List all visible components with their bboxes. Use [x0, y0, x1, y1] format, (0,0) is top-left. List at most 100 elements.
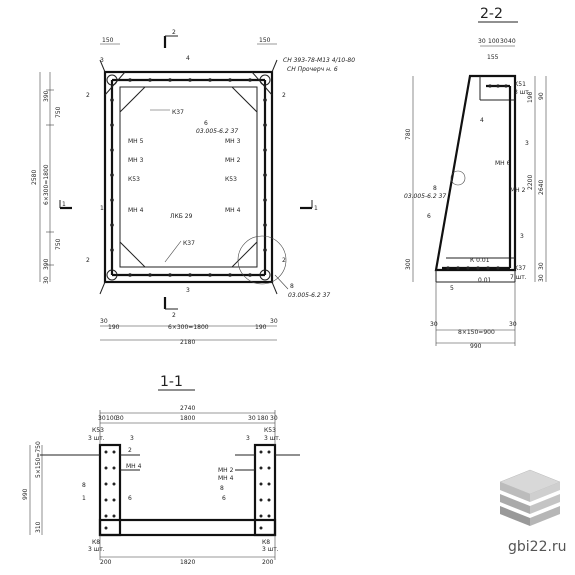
- s11-dim-top-30a: 30: [98, 415, 106, 422]
- s11-dim-top-30c: 30: [248, 415, 256, 422]
- s22-label-7sht: 7 шт.: [510, 274, 527, 281]
- plan-label-3b: 3: [186, 287, 190, 294]
- s11-dim-top-100: 100: [106, 415, 118, 422]
- plan-dim-left-750-bottom: 750: [55, 238, 62, 250]
- s22-dim-right-2640: 2640: [538, 180, 545, 195]
- plan-dim-bottom-total: 2180: [180, 339, 195, 346]
- plan-outline: [103, 70, 274, 284]
- s11-label-8: 8: [82, 482, 86, 489]
- s11-label-k8-right: К8: [262, 539, 270, 546]
- plan-dim-bottom-30-left: 30: [100, 318, 108, 325]
- s22-label-mn6: МН 6: [495, 160, 511, 167]
- plan-label-mn3: МН 3: [128, 157, 144, 164]
- plan-label-mn4-left: МН 4: [128, 207, 144, 214]
- section-1-1: 1-1 2740 30 100 30 1800: [22, 374, 300, 566]
- s11-label-3sht-right: 3 шт.: [264, 435, 281, 442]
- s11-label-8-right: 8: [220, 485, 224, 492]
- plan-label-6: 6: [204, 120, 208, 127]
- s22-label-3: 3: [525, 140, 529, 147]
- s22-label-4: 4: [480, 117, 484, 124]
- rebar-dots-sides: [110, 98, 267, 252]
- s22-dim-bottom-30-left: 30: [430, 321, 438, 328]
- s22-label-mn2: МН 2: [510, 187, 526, 194]
- s11-dim-top-1800: 1800: [180, 415, 195, 422]
- s22-dim-top-30: 30: [478, 38, 486, 45]
- s22-label-5: 5: [450, 285, 454, 292]
- plan-label-4: 4: [186, 55, 190, 62]
- s22-dim-right-30a: 30: [538, 262, 545, 270]
- plan-label-2d: 2: [282, 257, 286, 264]
- s22-dim-155: 155: [487, 54, 499, 61]
- plan-dim-bottom-30-right: 30: [270, 318, 278, 325]
- s22-label-3b: 3: [520, 233, 524, 240]
- plan-ref-6: 03.005-6.2 37: [196, 128, 238, 135]
- section-mark-2-top: 2: [172, 29, 176, 36]
- s11-dim-bottom-200-right: 200: [262, 559, 274, 566]
- s11-label-k8-left: К8: [92, 539, 100, 546]
- s11-base: [98, 518, 277, 537]
- section-1-1-title: 1-1: [160, 374, 183, 390]
- s11-label-k53-left: К53: [92, 427, 104, 434]
- section-2-2-title: 2-2: [480, 6, 503, 22]
- section-mark-1-left: 1: [62, 201, 66, 208]
- s22-label-6: 6: [427, 213, 431, 220]
- plan-dim-top-left: 150: [102, 37, 114, 44]
- s22-dim-left-300: 300: [405, 258, 412, 270]
- s22-ref: 03.005-6.2 37: [404, 193, 446, 200]
- s22-dim-bottom-total: 990: [470, 343, 482, 350]
- plan-dim-left-30: 30: [43, 276, 50, 284]
- plan-label-k37-bottom: К37: [183, 240, 195, 247]
- watermark-text: gbi22.ru: [508, 539, 567, 555]
- s11-dim-top-180: 180: [257, 415, 269, 422]
- plan-label-8: 8: [290, 283, 294, 290]
- plan-dim-top-right: 150: [259, 37, 271, 44]
- s11-dim-bottom-1820: 1820: [180, 559, 195, 566]
- s11-dim-left-5x150: 5×150=750: [35, 441, 42, 478]
- plan-label-1: 1: [100, 205, 104, 212]
- plan-dim-bottom-190-right: 190: [255, 324, 267, 331]
- s22-label-shp: 3 шт.: [514, 89, 531, 96]
- s11-label-3-left: 3: [130, 435, 134, 442]
- rebar-dots-top: [128, 78, 252, 277]
- section-mark-2-bottom: 2: [172, 312, 176, 319]
- s22-dim-right-90: 90: [538, 92, 545, 100]
- s22-dim-right-30b: 30: [538, 274, 545, 282]
- s11-label-2-left: 2: [128, 447, 132, 454]
- s11-label-3sht-left: 3 шт.: [88, 435, 105, 442]
- plan-view: 2 2 1 1 150 150 СН 393-78-М13 4/10-80 СН…: [31, 29, 355, 346]
- s22-dim-left-780: 780: [405, 128, 412, 140]
- plan-label-k53-right: К53: [225, 176, 237, 183]
- plan-dim-bottom-6x300: 6×300=1800: [168, 324, 209, 331]
- s11-label-3sht-k8-left: 3 шт.: [88, 546, 105, 553]
- s11-wall-left: [98, 443, 122, 537]
- section-2-2-outline: [434, 74, 517, 272]
- section-mark-1-right: 1: [314, 205, 318, 212]
- s11-label-1: 1: [82, 495, 86, 502]
- plan-label-2b: 2: [282, 92, 286, 99]
- s22-dim-bottom-30-right: 30: [509, 321, 517, 328]
- s11-label-6: 6: [128, 495, 132, 502]
- plan-dim-bottom-190-left: 190: [108, 324, 120, 331]
- detail-circle-8: [237, 235, 287, 285]
- plan-label-2c: 2: [86, 257, 90, 264]
- s22-dim-right-2200: 2200: [527, 175, 534, 190]
- s11-wall-right: [253, 443, 277, 537]
- plan-label-mn3-right: МН 3: [225, 138, 241, 145]
- s22-dim-top-30b: 30: [500, 38, 508, 45]
- plan-label-mn4-right: МН 4: [225, 207, 241, 214]
- plan-label-mn5: МН 5: [128, 138, 144, 145]
- plan-dim-left-750-top: 750: [55, 106, 62, 118]
- plan-dim-left-6x300: 6×300=1800: [43, 164, 50, 205]
- plan-dim-left-390-bottom: 390: [43, 258, 50, 270]
- s22-label-8: 8: [433, 185, 437, 192]
- s22-label-k37: К37: [514, 265, 526, 272]
- plan-label-2a: 2: [86, 92, 90, 99]
- s22-label-k001: К 0.01: [470, 257, 490, 264]
- s22-label-k51: К51: [514, 81, 526, 88]
- s11-dim-top-30d: 30: [270, 415, 278, 422]
- watermark-logo: [499, 469, 561, 526]
- plan-dim-left-390-top: 390: [43, 90, 50, 102]
- s11-dim-left-total: 990: [22, 488, 29, 500]
- s11-label-6-right: 6: [222, 495, 226, 502]
- plan-label-k53-left: К53: [128, 176, 140, 183]
